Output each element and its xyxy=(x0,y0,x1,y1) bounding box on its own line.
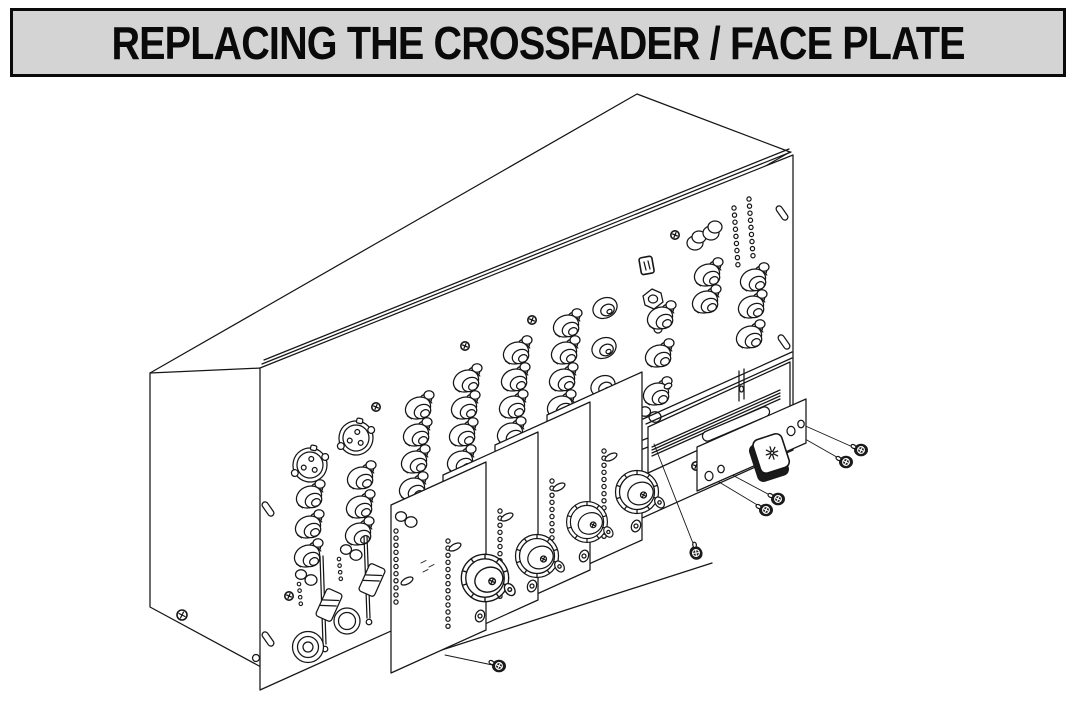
panel-screw-icon xyxy=(370,401,382,413)
screw-icon xyxy=(754,503,774,517)
plate-screw-hole xyxy=(797,419,805,429)
face-plate-edge-line xyxy=(261,151,792,365)
aux-jack xyxy=(333,607,361,635)
screw-icon xyxy=(487,659,507,673)
exploded-view-illustration xyxy=(149,93,869,691)
headphone-jack xyxy=(642,288,664,310)
mixer-chassis xyxy=(149,93,791,668)
face-plate-edge-line xyxy=(263,148,790,361)
screw-icon xyxy=(834,455,854,469)
plate-screw-hole xyxy=(786,425,796,437)
channel-fader-2 xyxy=(357,535,387,626)
panel-screw-icon xyxy=(283,590,295,602)
crossfader-knob xyxy=(748,432,791,482)
panel-screw-icon xyxy=(526,314,538,326)
panel-screw-icon xyxy=(669,230,681,240)
plate-screw-hole xyxy=(717,464,725,474)
screw-icon xyxy=(684,540,706,563)
input-section xyxy=(283,414,378,609)
section-title: REPLACING THE CROSSFADER / FACE PLATE xyxy=(111,16,965,69)
panel-hole xyxy=(251,653,261,663)
screw-leader-line xyxy=(653,443,699,557)
section-title-banner: REPLACING THE CROSSFADER / FACE PLATE xyxy=(10,8,1066,77)
plate-screw-hole xyxy=(704,470,714,482)
screw-icon xyxy=(849,443,869,457)
screw-icon xyxy=(766,492,786,506)
knob-star-icon xyxy=(765,446,779,460)
mic-jack xyxy=(291,630,325,664)
led-meter-columns xyxy=(731,196,756,269)
panel-screw-icon xyxy=(459,340,471,352)
chassis-side-panel xyxy=(149,367,262,668)
crossfader-cavity xyxy=(419,351,793,658)
brand-logo xyxy=(638,255,655,276)
dual-pot-knob xyxy=(686,220,723,251)
side-panel-screw xyxy=(176,609,188,621)
